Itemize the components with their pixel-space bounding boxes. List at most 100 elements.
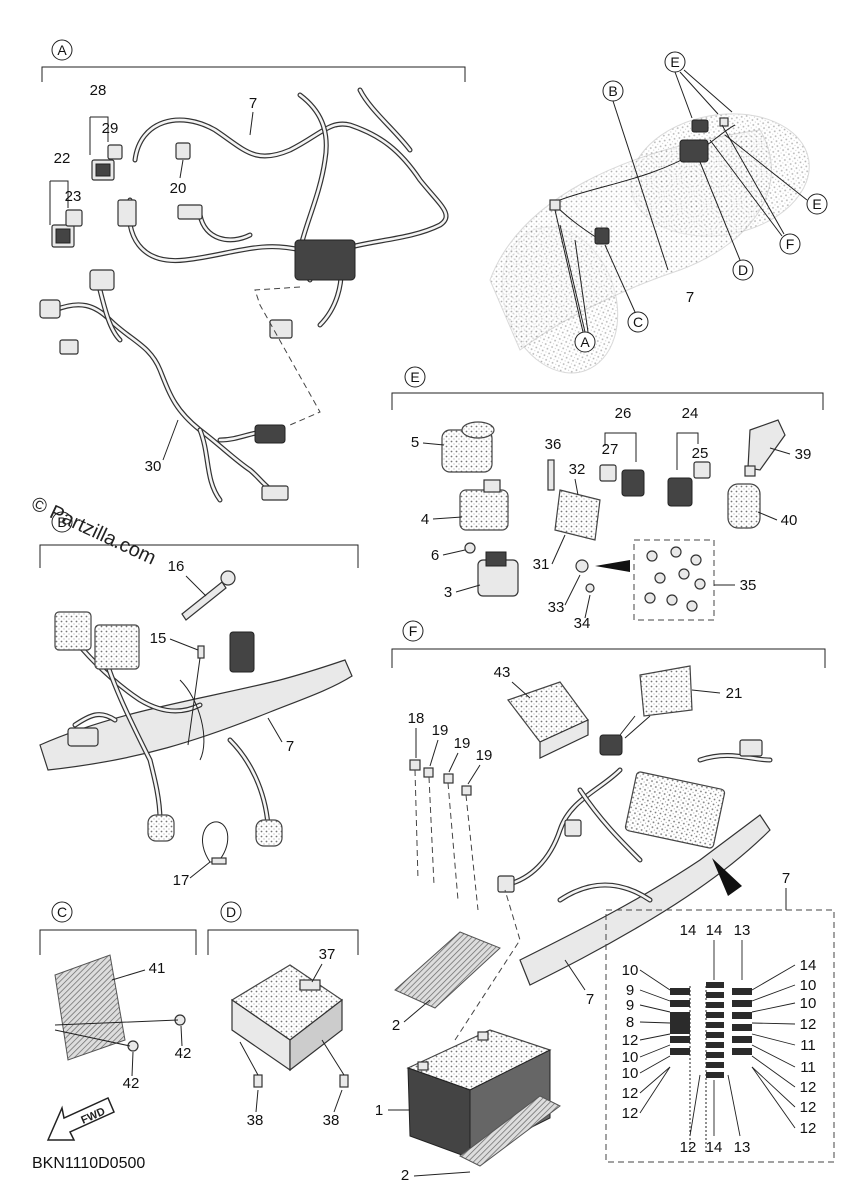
part-36[interactable] [547, 459, 555, 491]
fuse-left-1[interactable] [670, 1000, 690, 1007]
part-5[interactable] [441, 421, 495, 473]
part-25[interactable] [693, 461, 711, 479]
relay-22[interactable] [51, 224, 75, 248]
part-38-b[interactable] [339, 1074, 349, 1088]
fuse-label-right-7: 12 [800, 1099, 817, 1116]
fuse-label-right-3: 12 [800, 1016, 817, 1033]
part-21[interactable] [639, 665, 693, 717]
overview-label-e-right: E [812, 196, 821, 212]
fuse-main-8[interactable] [670, 1014, 690, 1034]
fuse-center-4[interactable] [706, 1022, 724, 1028]
callout-2-b: 2 [401, 1167, 409, 1184]
relay-29[interactable] [107, 144, 123, 160]
part-34[interactable] [585, 583, 595, 593]
part-19-c[interactable] [461, 785, 479, 911]
wire-harness-f[interactable] [497, 715, 773, 986]
part-40[interactable] [727, 483, 761, 529]
part-17[interactable] [202, 821, 229, 865]
part-24[interactable] [667, 477, 693, 507]
part-35[interactable] [633, 539, 715, 621]
sub-harness-30[interactable] [39, 269, 289, 503]
overview-label-b: B [608, 83, 617, 99]
fuse-center-1[interactable] [706, 992, 724, 998]
wire-harness-a[interactable] [117, 87, 449, 339]
fuse-label-left-5: 10 [622, 1049, 639, 1066]
battery-1[interactable] [406, 1029, 552, 1159]
part-3[interactable] [477, 551, 519, 597]
section-f: F 43 21 18 19 [375, 620, 835, 1184]
fuse-box-detail[interactable]: 7 [605, 870, 835, 1163]
callout-16: 16 [168, 558, 185, 575]
diagram-code: BKN1110D0500 [32, 1155, 145, 1172]
fuse-label-right-0: 14 [800, 957, 817, 974]
part-4[interactable] [459, 479, 509, 531]
part-26[interactable] [621, 469, 645, 497]
fuse-right-1[interactable] [732, 1000, 752, 1007]
wire-harness-b[interactable] [39, 611, 353, 847]
part-2-lower[interactable] [459, 1095, 561, 1167]
part-33[interactable] [575, 559, 589, 573]
fuse-right-2[interactable] [732, 1012, 752, 1019]
fuse-center-6[interactable] [706, 1042, 724, 1048]
callout-5: 5 [411, 434, 419, 451]
fuse-leader-line [751, 1066, 796, 1108]
part-37[interactable] [230, 964, 344, 1072]
fuse-label-bottom-0: 12 [680, 1139, 697, 1156]
fuse-right-0[interactable] [732, 988, 752, 995]
fuse-leader-line [639, 1021, 671, 1024]
fuse-right-5[interactable] [732, 1048, 752, 1055]
callout-21: 21 [726, 685, 743, 702]
section-e-label: E [410, 369, 419, 385]
fuse-center-2[interactable] [706, 1002, 724, 1008]
callout-38-a: 38 [247, 1112, 264, 1129]
part-2-upper[interactable] [394, 931, 501, 1009]
fuse-center-3[interactable] [706, 1012, 724, 1018]
fuse-leader-line [751, 1033, 796, 1046]
section-e: E 5 4 3 6 36 32 [391, 366, 824, 632]
part-27[interactable] [599, 464, 617, 482]
part-6[interactable] [464, 542, 476, 554]
fuse-label-top-0: 14 [680, 922, 697, 939]
part-19-a[interactable] [423, 767, 435, 886]
part-43[interactable] [507, 681, 589, 759]
part-18[interactable] [409, 759, 421, 881]
fuse-label-right-1: 10 [800, 977, 817, 994]
part-16[interactable] [181, 570, 236, 621]
callout-7-c: 7 [586, 991, 594, 1008]
part-39[interactable] [744, 419, 786, 477]
ecu-41[interactable] [54, 954, 126, 1061]
fuse-left-5[interactable] [670, 1048, 690, 1055]
fuse-leader-line [751, 1044, 796, 1068]
overview-label-a: A [580, 334, 590, 350]
fuse-right-4[interactable] [732, 1036, 752, 1043]
fuse-label-left-8: 12 [622, 1105, 639, 1122]
sensor-20[interactable] [175, 142, 191, 160]
relay-28[interactable] [91, 159, 115, 181]
callout-24: 24 [682, 405, 699, 422]
fuse-label-left-2: 9 [626, 997, 634, 1014]
part-19-b[interactable] [443, 773, 459, 901]
fuse-center-0[interactable] [706, 982, 724, 988]
part-15[interactable] [197, 645, 205, 659]
fuse-center-5[interactable] [706, 1032, 724, 1038]
callout-2-a: 2 [392, 1017, 400, 1034]
callout-43: 43 [494, 664, 511, 681]
fuse-center-7[interactable] [706, 1052, 724, 1058]
fuse-leader-line [639, 1066, 671, 1114]
callout-23: 23 [65, 188, 82, 205]
fuse-right-3[interactable] [732, 1024, 752, 1031]
relay-23[interactable] [65, 209, 83, 227]
fuse-label-right-4: 11 [800, 1037, 816, 1054]
fuse-label-bottom-1: 14 [706, 1139, 723, 1156]
fuse-label-top-2: 13 [734, 922, 751, 939]
fuse-left-4[interactable] [670, 1036, 690, 1043]
motorcycle-overview: E B E F D 7 C A [489, 51, 828, 374]
fuse-left-0[interactable] [670, 988, 690, 995]
fuse-center-9[interactable] [706, 1072, 724, 1078]
fuse-leader-line [751, 964, 796, 991]
section-c-label: C [57, 904, 67, 920]
fuse-center-8[interactable] [706, 1062, 724, 1068]
watermark-text: © Partzilla.com [28, 493, 159, 570]
part-38-a[interactable] [253, 1074, 263, 1088]
part-32[interactable] [554, 489, 601, 541]
